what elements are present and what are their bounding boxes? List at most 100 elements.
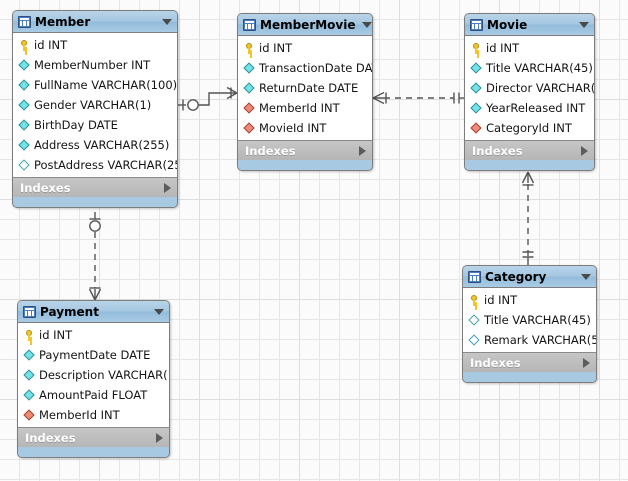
column-row[interactable]: MovieId INT — [238, 118, 372, 138]
chevron-right-icon[interactable] — [156, 432, 163, 443]
column-label: FullName VARCHAR(100) — [34, 78, 178, 92]
table-icon — [243, 18, 256, 31]
table-name-label: Movie — [487, 17, 528, 32]
relationship-member-payment — [88, 212, 102, 301]
column-list-membermovie: id INT TransactionDate DATE ReturnDate DAT… — [238, 36, 372, 140]
table-header-movie[interactable]: Movie — [465, 14, 594, 36]
indexes-section-movie[interactable]: Indexes — [465, 140, 594, 160]
column-list-movie: id INT Title VARCHAR(45)Director VARCHAR(… — [465, 36, 594, 140]
column-icon — [23, 348, 35, 361]
column-icon — [470, 61, 482, 74]
column-list-member: id INT MemberNumber INT FullName VARCHAR(1… — [13, 33, 177, 177]
column-label: Address VARCHAR(255) — [34, 138, 170, 152]
column-icon — [18, 98, 30, 111]
chevron-right-icon[interactable] — [581, 145, 588, 156]
entity-table-member[interactable]: Member id INT MemberNumber INT FullName VAR… — [12, 10, 178, 208]
column-label: CategoryId INT — [486, 121, 572, 135]
column-row[interactable]: Director VARCHAR(45) — [465, 78, 594, 98]
column-list-category: id INT Title VARCHAR(45) Remark VARCHAR(50… — [463, 288, 596, 352]
column-row[interactable]: Address VARCHAR(255) — [13, 135, 177, 155]
column-icon — [23, 368, 35, 381]
column-row[interactable]: Remark VARCHAR(500) — [463, 330, 596, 350]
table-name-label: Member — [35, 14, 91, 29]
indexes-section-membermovie[interactable]: Indexes — [238, 140, 372, 160]
chevron-right-icon[interactable] — [359, 145, 366, 156]
column-row[interactable]: Title VARCHAR(45) — [463, 310, 596, 330]
table-icon — [23, 305, 36, 318]
column-row[interactable]: MemberNumber INT — [13, 55, 177, 75]
chevron-right-icon[interactable] — [583, 357, 590, 368]
entity-table-movie[interactable]: Movie id INT Title VARCHAR(45)Director VAR… — [464, 13, 595, 171]
column-label: MemberId INT — [39, 408, 120, 422]
foreign-key-icon — [23, 408, 35, 421]
indexes-label: Indexes — [25, 430, 76, 445]
indexes-section-member[interactable]: Indexes — [13, 177, 177, 197]
chevron-right-icon[interactable] — [164, 182, 171, 193]
column-list-payment: id INT PaymentDate DATE Description VARCHA… — [18, 323, 169, 427]
primary-key-icon — [469, 294, 480, 306]
primary-key-icon — [19, 39, 30, 51]
column-row[interactable]: PaymentDate DATE — [18, 345, 169, 365]
indexes-label: Indexes — [20, 180, 71, 195]
column-icon — [23, 388, 35, 401]
column-icon — [18, 78, 30, 91]
table-header-member[interactable]: Member — [13, 11, 177, 33]
column-row[interactable]: Description VARCHAR(100) — [18, 365, 169, 385]
column-label: id INT — [484, 293, 518, 307]
chevron-down-icon[interactable] — [162, 18, 172, 25]
column-row[interactable]: YearReleased INT — [465, 98, 594, 118]
column-row[interactable]: id INT — [238, 38, 372, 58]
column-label: TransactionDate DATE — [259, 61, 372, 75]
column-row[interactable]: AmountPaid FLOAT — [18, 385, 169, 405]
column-label: Gender VARCHAR(1) — [34, 98, 152, 112]
column-row[interactable]: ReturnDate DATE — [238, 78, 372, 98]
primary-key-icon — [244, 42, 255, 54]
column-icon — [18, 58, 30, 71]
relationship-member-membermovie — [178, 86, 238, 111]
column-label: Remark VARCHAR(500) — [484, 333, 597, 347]
column-icon — [470, 81, 482, 94]
column-row[interactable]: BirthDay DATE — [13, 115, 177, 135]
column-label: PostAddress VARCHAR(255) — [34, 158, 178, 172]
column-label: YearReleased INT — [486, 101, 586, 115]
column-label: id INT — [486, 41, 520, 55]
chevron-down-icon[interactable] — [579, 21, 589, 28]
column-label: ReturnDate DATE — [259, 81, 359, 95]
column-label: PaymentDate DATE — [39, 348, 151, 362]
column-row[interactable]: CategoryId INT — [465, 118, 594, 138]
chevron-down-icon[interactable] — [361, 21, 372, 28]
column-row[interactable]: MemberId INT — [18, 405, 169, 425]
column-row[interactable]: id INT — [18, 325, 169, 345]
table-footer-strip — [463, 372, 596, 382]
table-icon — [470, 18, 483, 31]
column-row[interactable]: id INT — [13, 35, 177, 55]
entity-table-category[interactable]: Category id INT Title VARCHAR(45) Remark VA… — [462, 265, 597, 383]
relationship-membermovie-movie — [372, 91, 464, 105]
column-row[interactable]: id INT — [465, 38, 594, 58]
table-header-category[interactable]: Category — [463, 266, 596, 288]
entity-table-membermovie[interactable]: MemberMovie id INT TransactionDate DATE Ret… — [237, 13, 373, 171]
column-row[interactable]: Gender VARCHAR(1) — [13, 95, 177, 115]
column-icon — [243, 61, 255, 74]
indexes-label: Indexes — [472, 143, 523, 158]
table-header-payment[interactable]: Payment — [18, 301, 169, 323]
column-label: id INT — [34, 38, 68, 52]
table-icon — [468, 270, 481, 283]
table-header-membermovie[interactable]: MemberMovie — [238, 14, 372, 36]
primary-key-icon — [471, 42, 482, 54]
chevron-down-icon[interactable] — [154, 308, 164, 315]
column-row[interactable]: id INT — [463, 290, 596, 310]
column-row[interactable]: Title VARCHAR(45) — [465, 58, 594, 78]
column-row[interactable]: FullName VARCHAR(100) — [13, 75, 177, 95]
indexes-section-payment[interactable]: Indexes — [18, 427, 169, 447]
column-label: AmountPaid FLOAT — [39, 388, 148, 402]
column-row[interactable]: MemberId INT — [238, 98, 372, 118]
column-row[interactable]: PostAddress VARCHAR(255) — [13, 155, 177, 175]
column-row[interactable]: TransactionDate DATE — [238, 58, 372, 78]
nullable-column-icon — [18, 158, 30, 171]
chevron-down-icon[interactable] — [581, 273, 591, 280]
indexes-section-category[interactable]: Indexes — [463, 352, 596, 372]
column-label: id INT — [259, 41, 293, 55]
